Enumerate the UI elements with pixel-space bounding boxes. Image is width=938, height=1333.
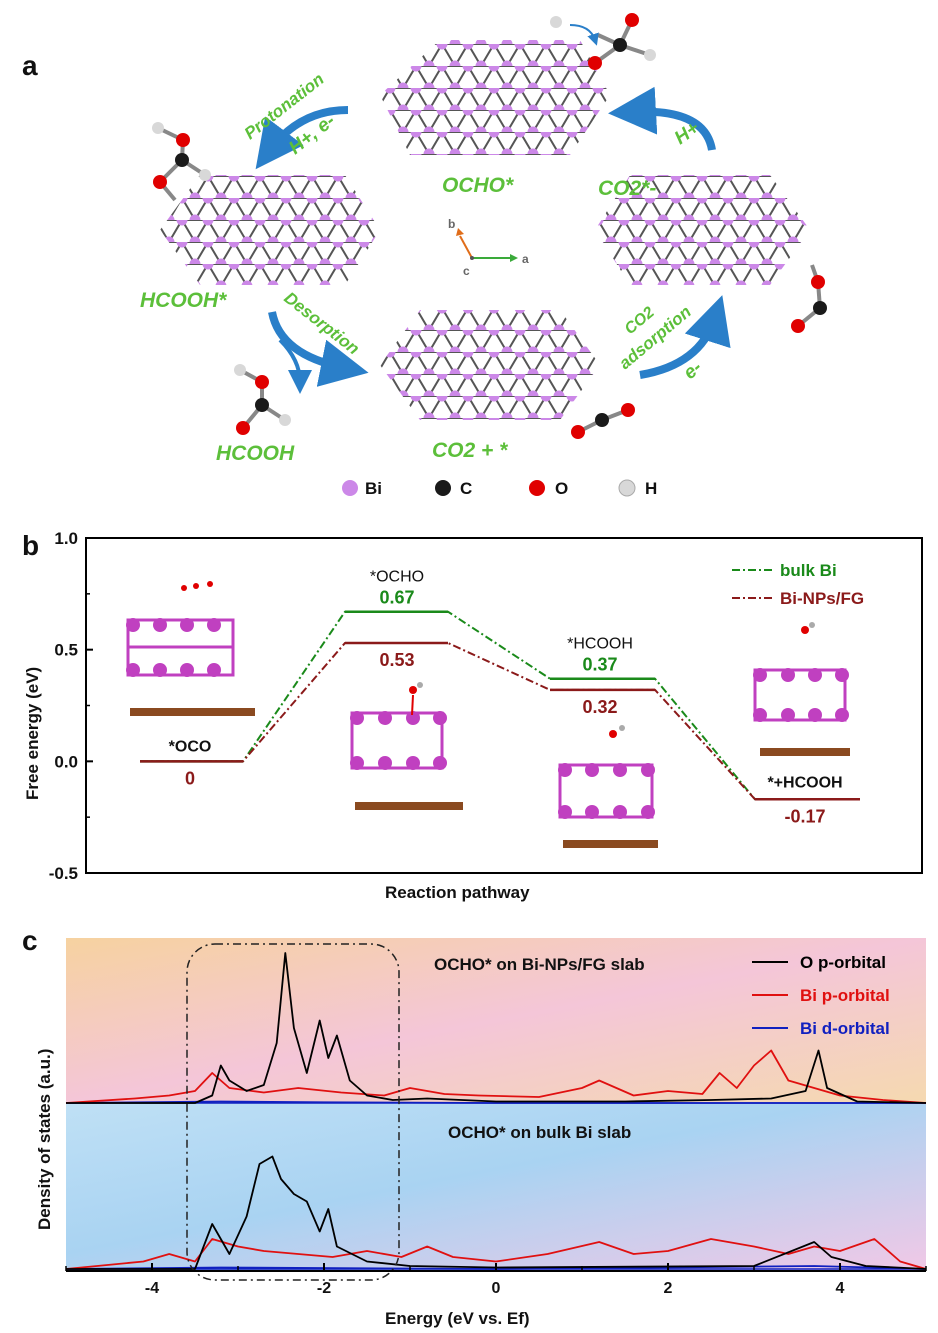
label-hcooh-star: HCOOH* [140, 289, 227, 312]
label-co2-minus: CO2*- [598, 177, 656, 200]
molecule-co2-free [571, 403, 635, 439]
molecule-hcooh-star [152, 122, 211, 202]
dos-bottom-o-p-orbital [66, 1155, 927, 1270]
chart-b-frame [85, 537, 923, 874]
panel-a-letter: a [22, 50, 38, 81]
legend-label-bi-p: Bi p-orbital [800, 986, 890, 1005]
label-ocho: OCHO* [442, 174, 514, 197]
arrow-protonation [255, 106, 349, 170]
dos-top-o-p-orbital [66, 952, 927, 1104]
value-label-0-2: 0.37 [582, 655, 617, 675]
molecule-hcooh-free [234, 364, 291, 435]
legend-label-c: C [460, 479, 472, 498]
atom-legend: Bi C O H [342, 479, 657, 498]
label-hcooh: HCOOH [216, 442, 295, 465]
lattice-sheet-bottom [380, 310, 600, 420]
y-tick-label: 0.5 [54, 641, 78, 660]
series-0-connector [140, 610, 860, 801]
dos-bottom-bi-p-orbital [65, 1238, 927, 1270]
state-label-1: *OCHO [370, 569, 424, 586]
x-tick-label: 2 [664, 1280, 673, 1297]
molecule-ocho [550, 13, 656, 70]
legend-swatch-c [435, 480, 451, 496]
x-tick-label: -4 [145, 1280, 159, 1297]
dos-title-top: OCHO* on Bi-NPs/FG slab [434, 955, 645, 974]
value-label-1-2: 0.32 [582, 697, 617, 717]
arrow-desorption [268, 311, 369, 387]
y-tick-label: -0.5 [49, 864, 78, 883]
axis-label-a: a [522, 252, 529, 266]
legend-label-h: H [645, 479, 657, 498]
legend-label-o-p: O p-orbital [800, 953, 886, 972]
state-label-0: *OCO [169, 738, 212, 755]
legend-label-bulk-bi: bulk Bi [780, 561, 837, 580]
panel-b-letter: b [22, 530, 40, 561]
legend-label-o: O [555, 479, 568, 498]
legend-label-bi: Bi [365, 479, 382, 498]
crystal-axes [456, 228, 518, 262]
lattice-sheet-top [380, 40, 610, 155]
arrow-desorption-small [278, 338, 312, 394]
structure-hcooh [558, 725, 658, 848]
lattice-sheet-left [160, 175, 380, 285]
dos-chart: -4 -2 0 2 4 OCHO* on Bi-NPs/FG slab OCHO* on… [35, 938, 927, 1328]
dashed-highlight-box [186, 943, 400, 1281]
legend-label-bi-nps: Bi-NPs/FG [780, 589, 864, 608]
x-tick-label: 4 [836, 1280, 845, 1297]
lattice-sheet-right [595, 175, 810, 285]
dos-ylabel: Density of states (a.u.) [35, 1049, 54, 1230]
x-tick-label: -2 [317, 1280, 331, 1297]
free-energy-chart: 1.0 0.5 0.0 -0.5 0.67 0.37 0 0.53 0.32 -0.17 *OCO… [23, 529, 923, 902]
value-label-1-0: 0 [185, 768, 195, 788]
legend-swatch-bi [342, 480, 358, 496]
legend-swatch-o [529, 480, 545, 496]
value-label-1-3: -0.17 [784, 806, 825, 826]
arrow-h-plus [608, 86, 716, 151]
axis-label-b: b [448, 217, 455, 231]
dos-top-bi-p-orbital [65, 1049, 927, 1104]
chart-b-legend: bulk Bi Bi-NPs/FG [732, 561, 864, 608]
chart-b-ylabel: Free energy (eV) [23, 667, 42, 800]
y-tick-label: 0.0 [54, 752, 78, 771]
series-1-connector [140, 641, 860, 801]
legend-swatch-h [618, 479, 636, 497]
arrow-co2-adsorption [639, 295, 731, 379]
dos-top-bi-d-orbital [65, 1100, 926, 1104]
structure-oco [126, 581, 255, 716]
structure-ocho [350, 682, 463, 810]
state-label-3: *+HCOOH [767, 774, 842, 791]
x-tick-label: 0 [492, 1280, 501, 1297]
value-label-0-1: 0.67 [379, 588, 414, 608]
panel-a-scheme: b c a OCHO* CO2*- HCOOH* CO2 + * HCOOH P… [140, 13, 827, 498]
axis-label-c: c [463, 264, 470, 278]
dos-title-bottom: OCHO* on bulk Bi slab [448, 1123, 631, 1142]
y-tick-label: 1.0 [54, 529, 78, 548]
value-label-1-1: 0.53 [379, 650, 414, 670]
label-co2-plus: CO2 + * [432, 439, 508, 462]
chart-b-xlabel: Reaction pathway [385, 883, 530, 902]
panel-c-letter: c [22, 925, 38, 956]
legend-label-bi-d: Bi d-orbital [800, 1019, 890, 1038]
structure-final [753, 622, 850, 756]
dos-legend: O p-orbital Bi p-orbital Bi d-orbital [752, 953, 890, 1038]
state-label-2: *HCOOH [567, 636, 633, 653]
dos-xlabel: Energy (eV vs. Ef) [385, 1309, 530, 1328]
molecule-co2-minus [791, 264, 827, 333]
